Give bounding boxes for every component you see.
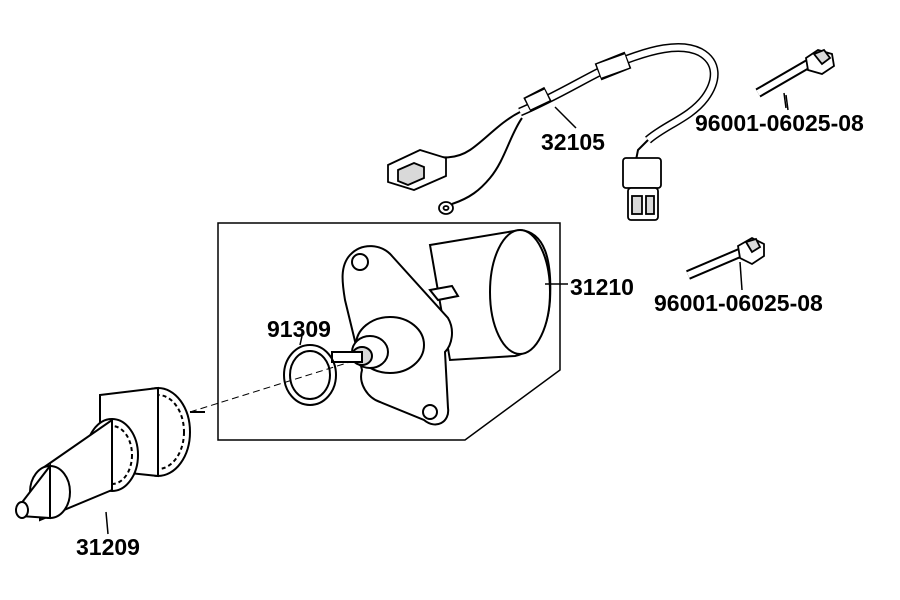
harness-ring-terminal [438, 201, 454, 215]
harness-connector-left [387, 149, 447, 191]
part-number-bolt-lower: 96001-06025-08 [654, 290, 823, 316]
part-number-starter-clutch-gear: 31209 [76, 534, 140, 560]
part-number-o-ring: 91309 [267, 316, 331, 342]
assembly-center-line [189, 361, 351, 413]
part-number-starter-motor: 31210 [570, 274, 634, 300]
part-number-wire-harness: 32105 [541, 129, 605, 155]
starter-clutch-gear-drawing [15, 386, 205, 522]
starter-motor-group-frame [217, 222, 561, 441]
bolt-upper-drawing [755, 48, 835, 109]
leader-lines [105, 94, 789, 535]
starter-motor-drawing [331, 228, 552, 426]
o-ring-drawing [283, 344, 337, 406]
part-number-bolt-upper: 96001-06025-08 [695, 110, 864, 136]
wire-harness-drawing [427, 42, 719, 205]
bolt-lower-drawing [686, 236, 765, 280]
harness-connector-right [622, 157, 662, 221]
